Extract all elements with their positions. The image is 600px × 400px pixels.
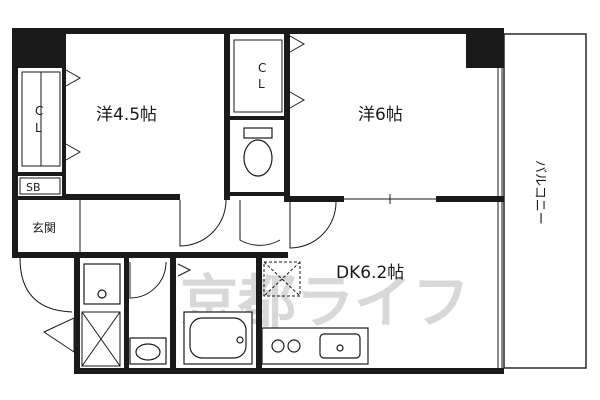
door-room-a	[179, 199, 227, 247]
room-dk-label: DK6.2帖	[336, 263, 404, 283]
wall-room-b-bottom-left	[284, 196, 344, 202]
balcony-label: バルコニー	[532, 160, 547, 225]
wall-corner-top-left	[12, 28, 62, 68]
balcony-label-group: バルコニー	[532, 160, 547, 225]
fridge-space	[263, 261, 301, 297]
bath-door-marker	[177, 263, 192, 277]
wall-entrance-bottom	[12, 252, 78, 258]
wall-sb-entrance	[18, 196, 66, 200]
closet-left-label-l: L	[35, 121, 42, 135]
wall-top	[12, 28, 504, 34]
toilet-tank	[243, 127, 273, 139]
wall-room-a-bottom	[62, 194, 180, 200]
door-entrance	[19, 257, 73, 313]
wall-bottom	[74, 368, 504, 374]
wall-laundry-right	[124, 252, 129, 368]
toilet-bowl	[243, 139, 273, 177]
door-toilet	[239, 200, 281, 246]
closet-center-label-l: L	[258, 77, 265, 91]
wall-closet-left	[62, 34, 66, 200]
room-western-b-label: 洋6帖	[358, 105, 403, 125]
wall-right-upper	[498, 28, 504, 68]
shoe-box-label: SB	[26, 181, 41, 194]
wall-room-b-left	[284, 28, 290, 200]
wall-bath-top	[74, 252, 288, 258]
wall-corner-top-right	[466, 28, 504, 68]
wall-left	[12, 28, 18, 258]
wall-bath-left	[74, 252, 80, 372]
entrance-step	[42, 317, 75, 353]
stove-burner-2	[287, 339, 301, 353]
closet-door-marker	[65, 69, 82, 87]
room-western-a-label: 洋4.5帖	[96, 105, 157, 125]
door-room-b	[289, 201, 337, 249]
shoe-box	[19, 177, 61, 195]
wall-bath-partition	[170, 252, 176, 368]
entrance-label: 玄関	[32, 220, 56, 235]
wall-toilet-top	[230, 116, 286, 120]
door-washroom	[129, 261, 167, 299]
closet-left-label-c: C	[35, 104, 43, 118]
wall-toilet-bottom	[230, 192, 286, 196]
wall-closet-sb	[18, 172, 62, 176]
closet-center	[233, 39, 283, 113]
wall-room-a-right	[224, 28, 230, 200]
wall-room-b-bottom-right	[436, 196, 504, 202]
closet-center-label-c: C	[258, 61, 266, 75]
stove-burner-1	[271, 339, 285, 353]
wall-bath-right	[256, 252, 262, 368]
storage-x	[81, 311, 121, 367]
balcony	[503, 33, 587, 369]
